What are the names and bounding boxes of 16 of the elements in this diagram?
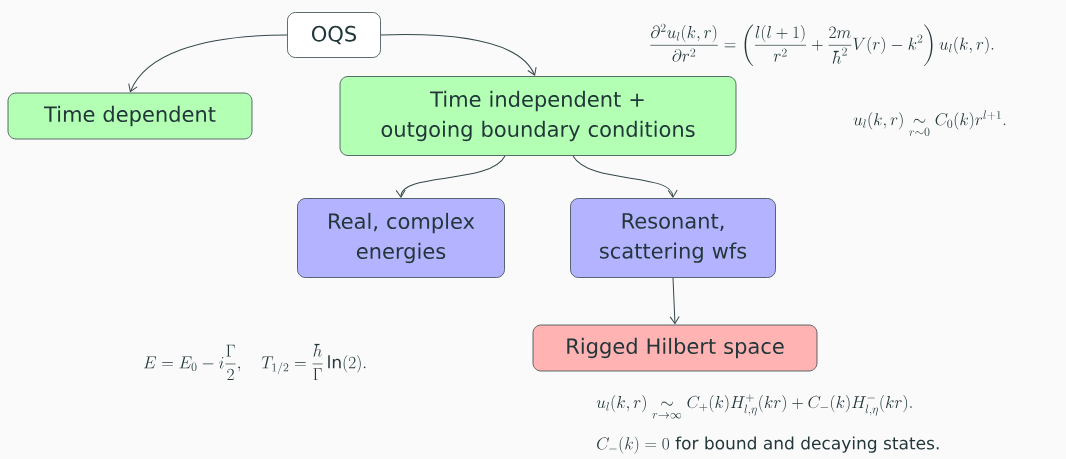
arrow — [395, 155, 506, 198]
process-box: Time independent + outgoing boundary conditions — [339, 76, 737, 156]
process-box: Resonant, scattering wfs — [570, 198, 776, 278]
equation: $E = E_0 - i\frac{\Gamma}{2}, \quad T_{1/2} = \frac{\hbar}{\Gamma}\ln(2).$ — [143, 343, 366, 381]
arrow — [572, 155, 678, 198]
equation: $C_-(k) = 0 \text{ for bound and decaying states.}$ — [597, 436, 939, 454]
process-box: Time dependent — [7, 92, 253, 140]
process-box: OQS — [287, 12, 381, 58]
arrow — [380, 34, 537, 76]
equation: $\frac{\partial^2 u_l(k,r)}{\partial r^2} = \left(\frac{l(l+1)}{r^2} + \frac{2m}{\hbar^2}V(r) - k^2\right)u_l(k,r).$ — [650, 23, 994, 67]
equation: $u_l(k,r) \underset{r\sim 0}{\sim} C_0(k)r^{l+1}.$ — [853, 110, 1006, 136]
arrow — [128, 34, 288, 93]
process-box: Real, complex energies — [297, 198, 505, 278]
arrow — [669, 277, 680, 325]
equation: $u_l(k,r) \underset{r\to\infty}{\sim} C_+(k)H^+_{l,\eta}(kr) + C_-(k)H^-_{l,\eta}(kr).$ — [596, 394, 912, 419]
process-box: Rigged Hilbert space — [532, 324, 818, 372]
